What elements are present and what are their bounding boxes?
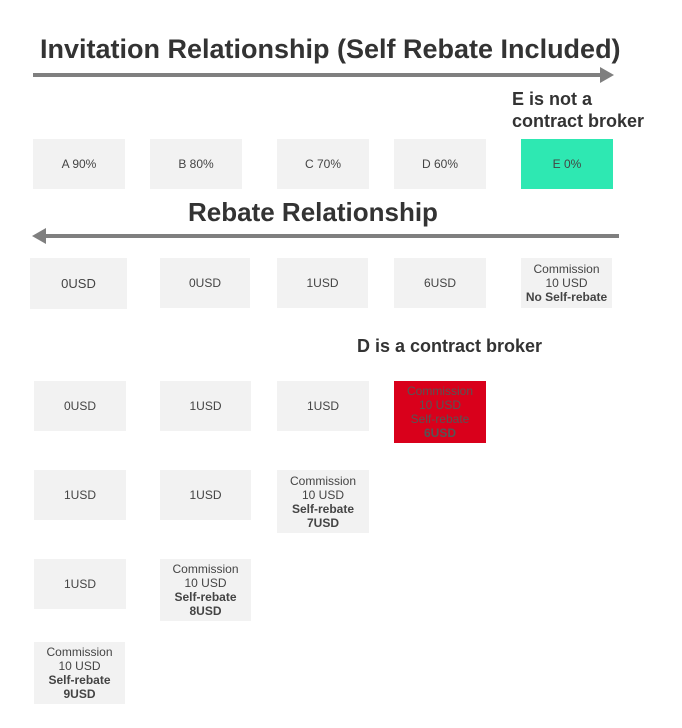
case-e-a: 0USD xyxy=(30,258,127,309)
invitation-arrow xyxy=(33,67,614,83)
case-b-a-value: 1USD xyxy=(63,577,96,591)
case-d-self-rebate-amount: 6USD xyxy=(423,426,456,440)
case-a-commission: Commission 10 USD Self-rebate 9USD xyxy=(34,642,125,704)
case-b-self-rebate-label: Self-rebate xyxy=(174,590,237,604)
case-c-b-value: 1USD xyxy=(189,488,222,502)
invite-c: C 70% xyxy=(277,139,369,189)
case-a-commission-label: Commission xyxy=(46,645,113,659)
case-a-self-rebate-label: Self-rebate xyxy=(48,673,111,687)
case-e-a-value: 0USD xyxy=(61,275,96,291)
case-e-c: 1USD xyxy=(277,258,368,308)
case-c-commission: Commission 10 USD Self-rebate 7USD xyxy=(277,470,369,533)
case-e-commission-amount: 10 USD xyxy=(545,276,588,290)
case-d-a: 0USD xyxy=(34,381,126,431)
case-e-self-rebate: No Self-rebate xyxy=(525,290,608,304)
case-c-self-rebate-label: Self-rebate xyxy=(291,501,354,516)
case-c-b: 1USD xyxy=(160,470,251,520)
invite-e: E 0% xyxy=(521,139,613,189)
case-d-b: 1USD xyxy=(160,381,251,431)
case-d-commission: Commission 10 USD Self-rebate 6USD xyxy=(394,381,486,443)
case-b-commission-label: Commission xyxy=(172,562,239,576)
case-c-a: 1USD xyxy=(34,470,126,520)
case-d-self-rebate-label: Self-rebate xyxy=(410,412,470,426)
invite-d-label: D 60% xyxy=(421,157,459,171)
note-e-not-broker: E is not a contract broker xyxy=(512,88,644,132)
case-e-b-value: 0USD xyxy=(188,276,221,290)
invite-a: A 90% xyxy=(33,139,125,189)
case-e-c-value: 1USD xyxy=(306,276,339,290)
case-d-commission-label: Commission xyxy=(406,384,473,398)
rebate-arrow xyxy=(32,228,619,244)
note-e-line-1: E is not a xyxy=(512,89,593,109)
case-e-b: 0USD xyxy=(160,258,250,308)
case-d-a-value: 0USD xyxy=(63,399,96,413)
invite-b-label: B 80% xyxy=(178,157,214,171)
case-d-b-value: 1USD xyxy=(189,399,222,413)
case-b-commission: Commission 10 USD Self-rebate 8USD xyxy=(160,559,251,621)
case-c-a-value: 1USD xyxy=(63,488,96,502)
case-c-commission-label: Commission xyxy=(289,473,356,488)
case-c-self-rebate-amount: 7USD xyxy=(306,515,339,530)
case-a-self-rebate-amount: 9USD xyxy=(63,687,96,701)
invite-c-label: C 70% xyxy=(304,157,342,171)
note-e-line-2: contract broker xyxy=(512,111,645,131)
note-d-broker: D is a contract broker xyxy=(357,336,543,356)
invitation-title: Invitation Relationship (Self Rebate Inc… xyxy=(40,34,621,64)
case-c-commission-amount: 10 USD xyxy=(301,487,344,502)
invite-a-label: A 90% xyxy=(61,157,97,171)
case-b-a: 1USD xyxy=(34,559,126,609)
case-e-d-value: 6USD xyxy=(423,276,456,290)
invite-b: B 80% xyxy=(150,139,242,189)
case-e-commission-label: Commission xyxy=(533,262,600,276)
case-d-c: 1USD xyxy=(277,381,369,431)
case-e-d: 6USD xyxy=(394,258,486,308)
invite-e-label: E 0% xyxy=(552,157,582,171)
case-d-commission-amount: 10 USD xyxy=(418,398,461,412)
case-b-self-rebate-amount: 8USD xyxy=(189,604,222,618)
case-d-c-value: 1USD xyxy=(306,399,339,413)
case-a-commission-amount: 10 USD xyxy=(58,659,101,673)
case-b-commission-amount: 10 USD xyxy=(184,576,227,590)
case-e-commission: Commission 10 USD No Self-rebate xyxy=(521,258,612,308)
invite-d: D 60% xyxy=(394,139,486,189)
rebate-title: Rebate Relationship xyxy=(188,197,438,227)
